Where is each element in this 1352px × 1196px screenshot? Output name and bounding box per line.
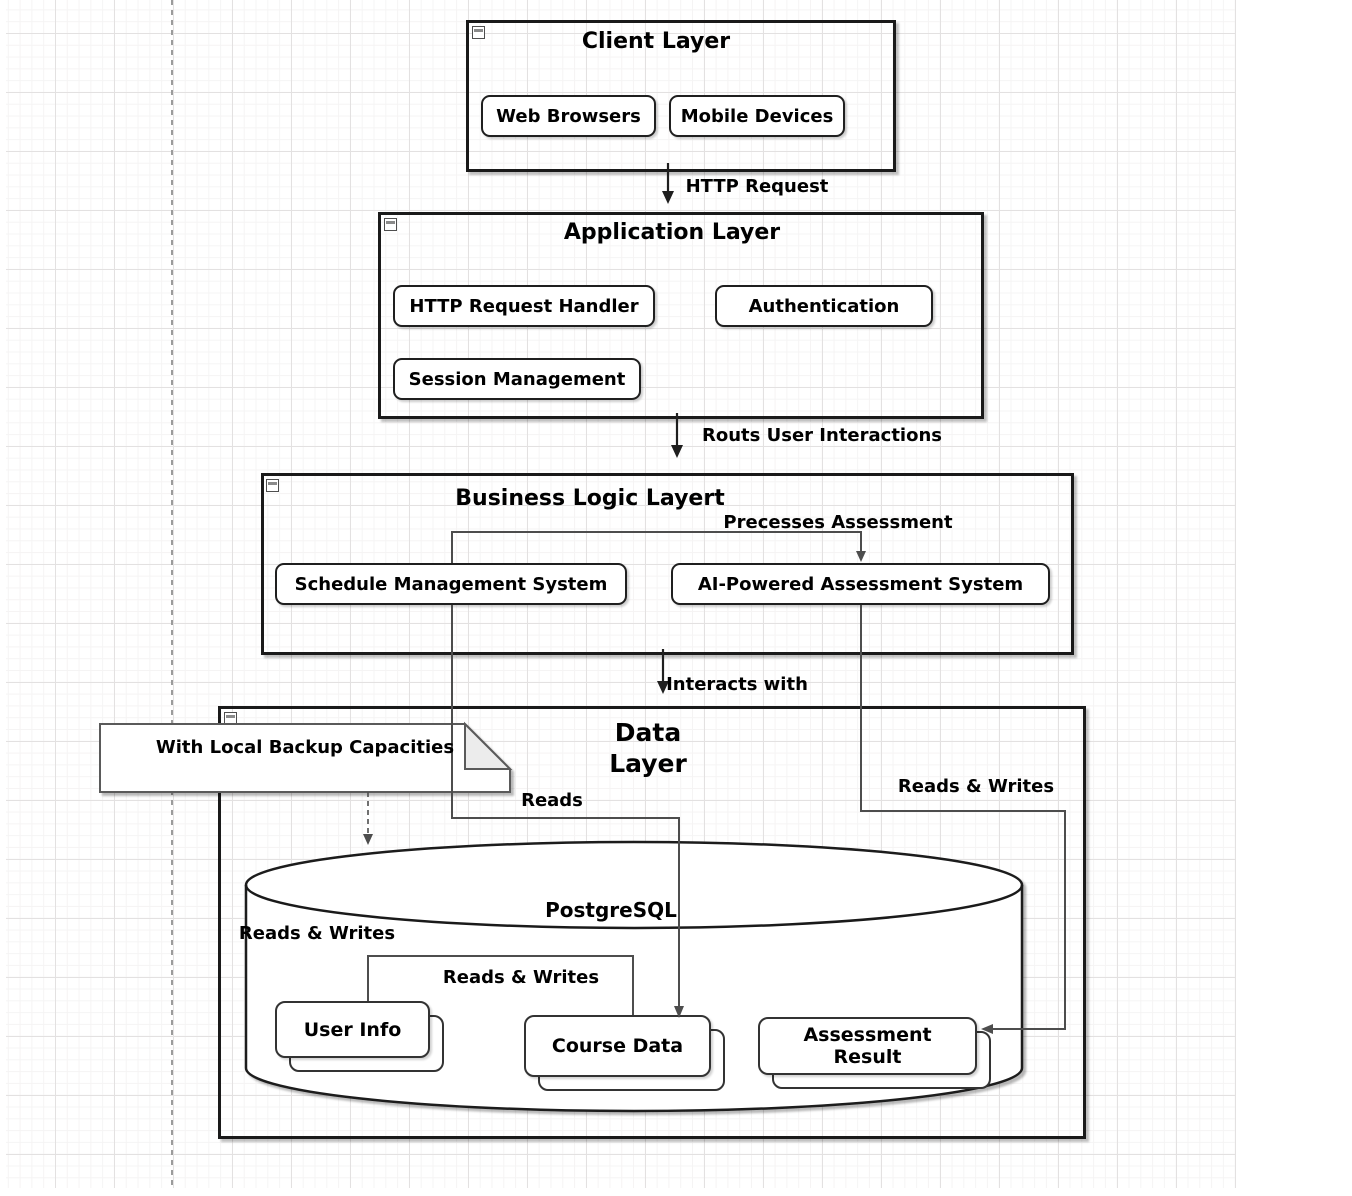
arrowhead-note-dashed bbox=[363, 834, 373, 845]
session-management-node[interactable]: Session Management bbox=[393, 358, 641, 400]
arrowhead-precesses-assessment bbox=[856, 551, 866, 562]
business-logic-layer-container[interactable] bbox=[261, 473, 1074, 655]
note-with-local-backup[interactable] bbox=[99, 723, 511, 793]
assessment-result-line1: Assessment bbox=[803, 1024, 932, 1046]
data-layer-title-line2: Layer bbox=[609, 749, 687, 778]
collapse-minus-icon[interactable] bbox=[266, 479, 279, 492]
edge-label-reads: Reads bbox=[521, 790, 583, 811]
collapse-minus-icon[interactable] bbox=[472, 26, 485, 39]
edge-reads-writes-tables[interactable] bbox=[367, 955, 634, 1015]
edge-label-precesses-assessment: Precesses Assessment bbox=[723, 512, 953, 533]
data-layer-title-line1: Data bbox=[614, 718, 682, 747]
arrowhead-reads bbox=[674, 1006, 684, 1018]
edge-label-routs-user-interactions: Routs User Interactions bbox=[702, 425, 942, 446]
postgresql-label: PostgreSQL bbox=[545, 898, 677, 922]
note-folded-corner-icon bbox=[464, 721, 513, 770]
http-request-handler-node[interactable]: HTTP Request Handler bbox=[393, 285, 655, 327]
application-layer-title: Application Layer bbox=[563, 220, 781, 245]
data-layer-container[interactable] bbox=[218, 706, 1086, 1139]
edge-precesses-assessment[interactable] bbox=[451, 531, 862, 563]
postgresql-cylinder-rim bbox=[244, 884, 1024, 930]
arrowhead-routs-user-interactions bbox=[671, 445, 683, 458]
assessment-result-line2: Result bbox=[833, 1046, 902, 1068]
data-layer-title: Data Layer bbox=[498, 717, 798, 779]
arrowhead-http-request bbox=[662, 191, 674, 204]
edge-label-interacts-with: Interacts with bbox=[666, 674, 808, 695]
business-logic-layer-title: Business Logic Layert bbox=[455, 486, 725, 511]
ai-powered-assessment-system-node[interactable]: AI-Powered Assessment System bbox=[671, 563, 1050, 605]
arrowhead-interacts-with bbox=[657, 681, 669, 694]
edge-label-reads-writes-outer: Reads & Writes bbox=[238, 923, 396, 944]
authentication-node[interactable]: Authentication bbox=[715, 285, 933, 327]
edge-label-http-request: HTTP Request bbox=[685, 176, 829, 197]
web-browsers-node[interactable]: Web Browsers bbox=[481, 95, 656, 137]
edge-reads-writes-assessment[interactable] bbox=[860, 605, 1066, 1030]
collapse-minus-icon[interactable] bbox=[384, 218, 397, 231]
course-data-node[interactable]: Course Data bbox=[524, 1015, 711, 1077]
edge-label-reads-writes-tables: Reads & Writes bbox=[442, 967, 600, 988]
edge-label-reads-writes-assessment: Reads & Writes bbox=[897, 776, 1055, 797]
edge-reads[interactable] bbox=[451, 605, 680, 1010]
assessment-result-node[interactable]: Assessment Result bbox=[758, 1017, 977, 1075]
client-layer-container[interactable] bbox=[466, 20, 896, 172]
arrowhead-reads-writes-assessment bbox=[981, 1024, 993, 1034]
page-divider-dashed-line bbox=[171, 0, 173, 1188]
application-layer-container[interactable] bbox=[378, 212, 984, 419]
schedule-management-system-node[interactable]: Schedule Management System bbox=[275, 563, 627, 605]
note-text: With Local Backup Capacities bbox=[155, 737, 455, 758]
mobile-devices-node[interactable]: Mobile Devices bbox=[669, 95, 845, 137]
client-layer-title: Client Layer bbox=[581, 29, 731, 54]
user-info-node[interactable]: User Info bbox=[275, 1001, 430, 1058]
